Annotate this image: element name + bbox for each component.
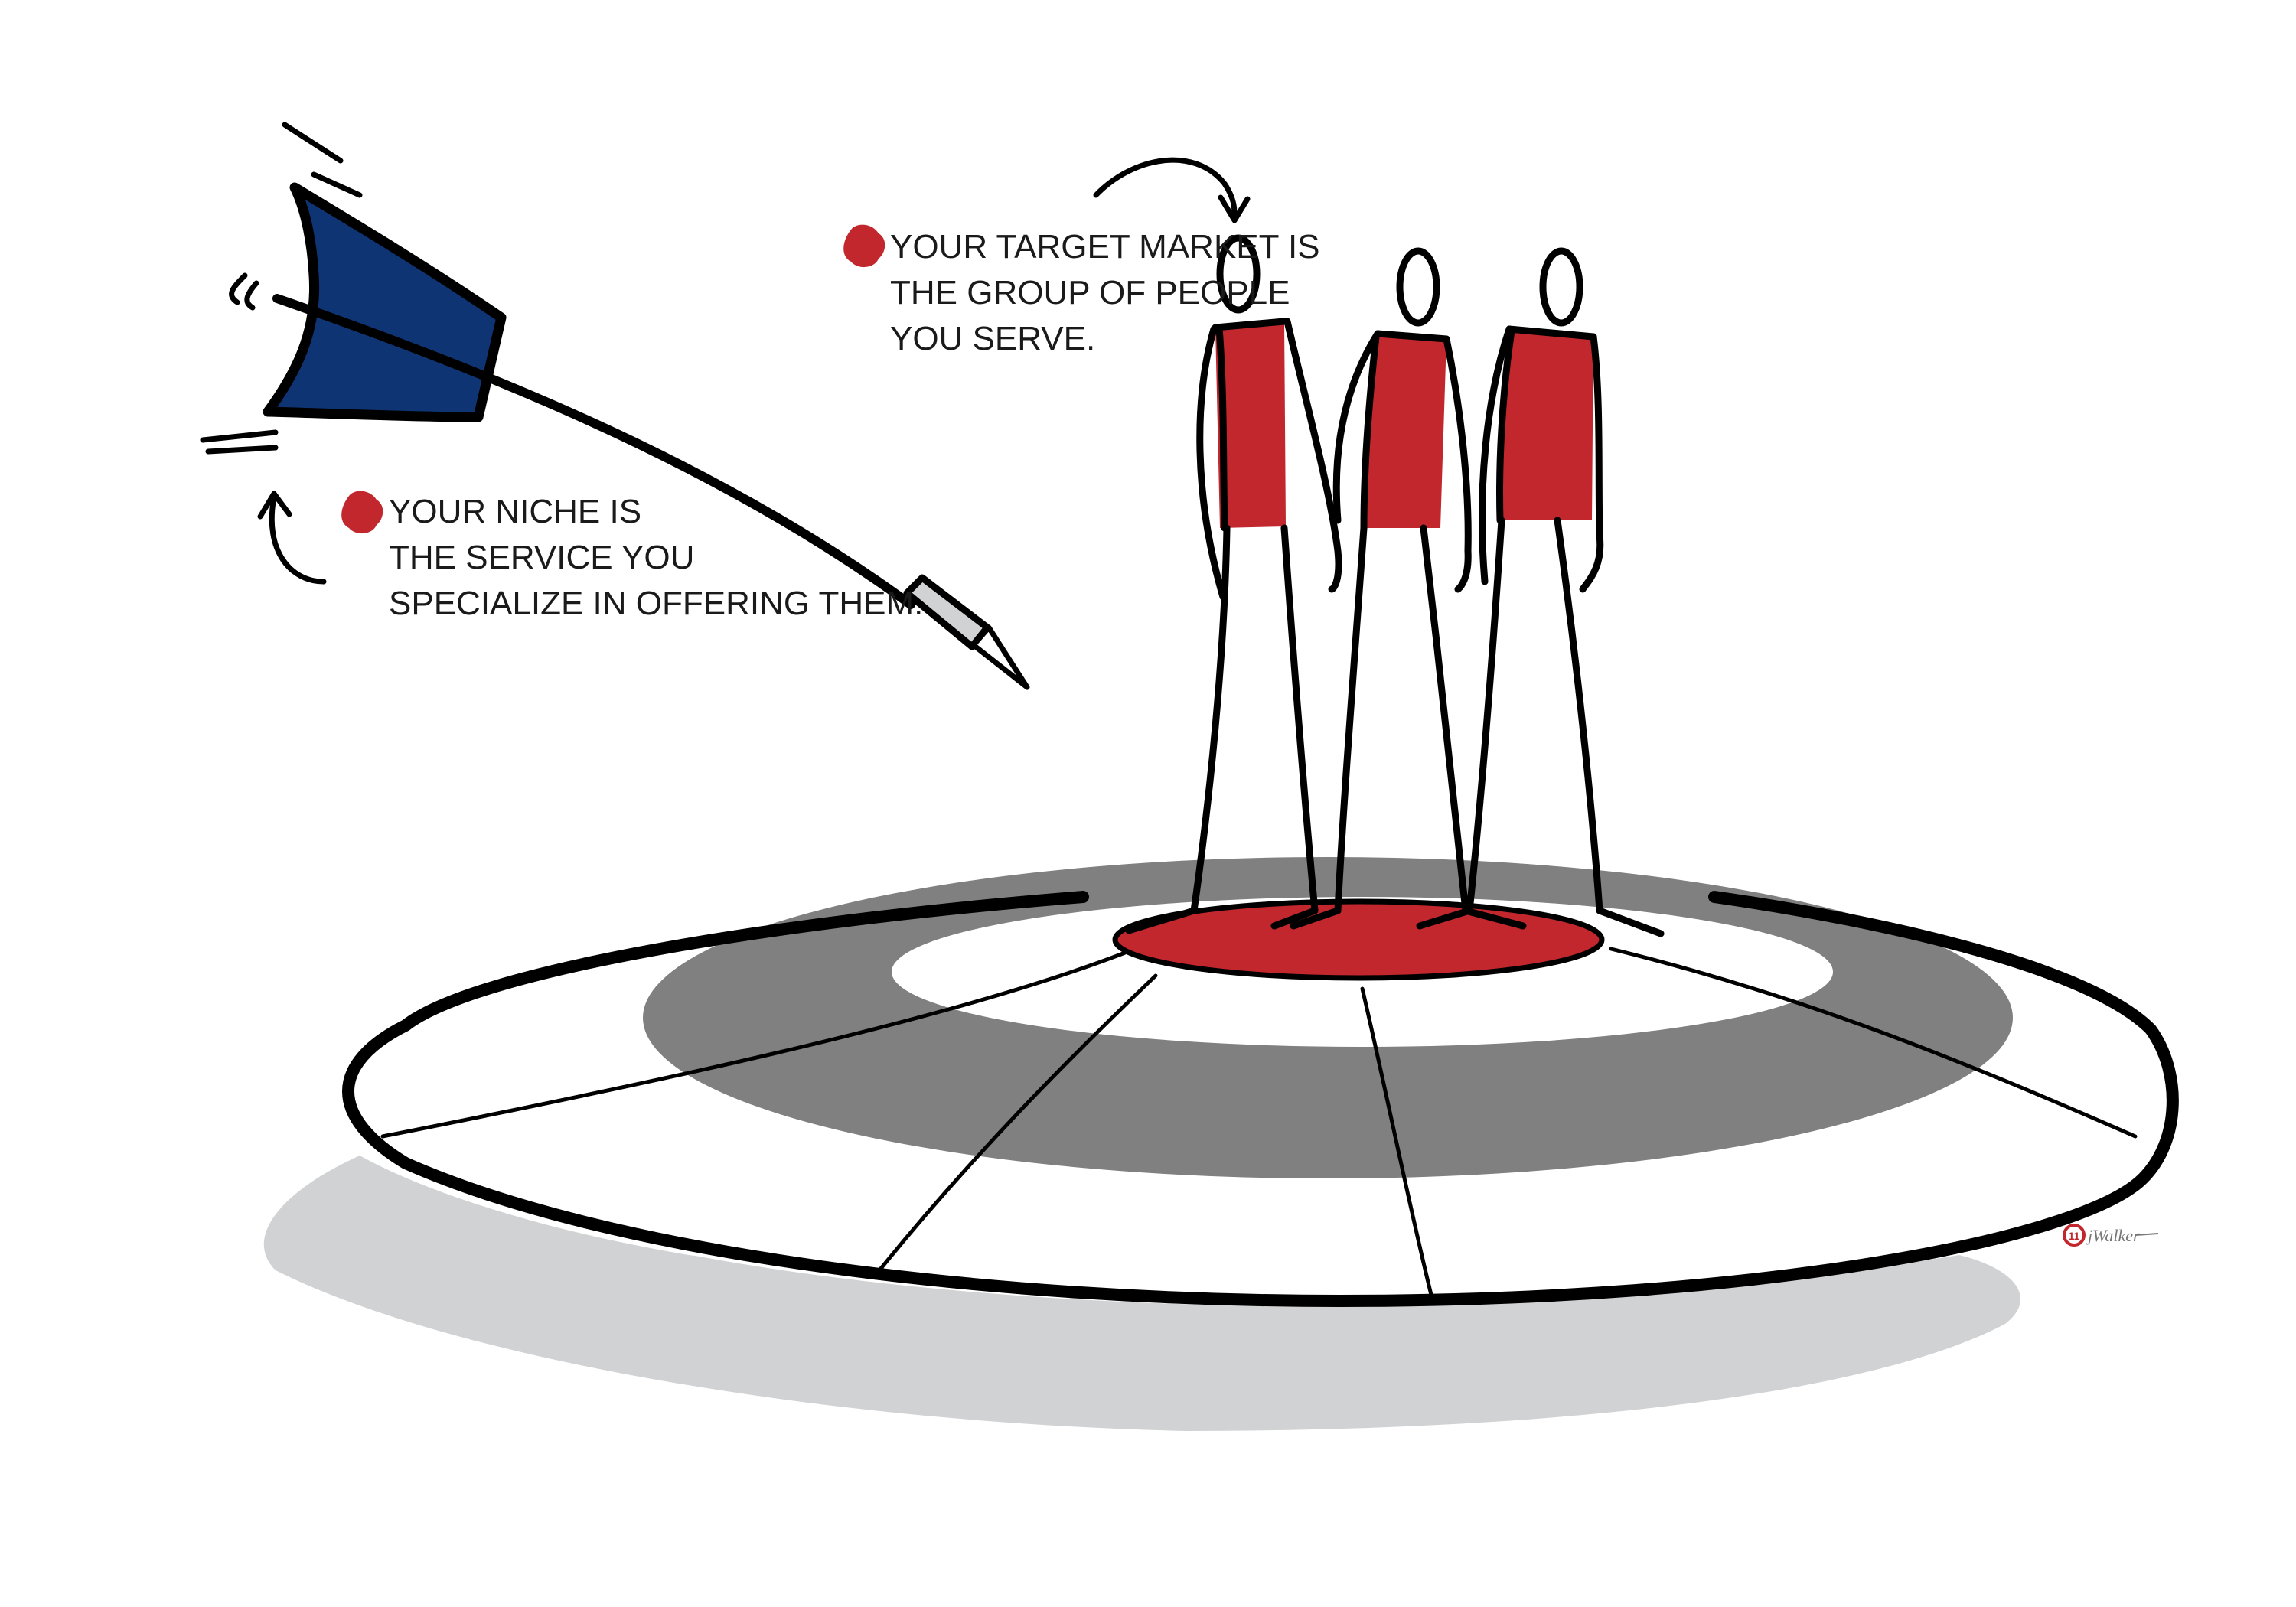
motion-lines [200, 122, 363, 455]
signature-name: jWalker [2086, 1226, 2140, 1245]
target-rim [342, 891, 2179, 1307]
target-board [263, 857, 2292, 1431]
person-torso [1215, 321, 1286, 528]
person-arm [1579, 333, 1604, 593]
person-leg [1270, 524, 1319, 930]
dart-tip [970, 624, 1030, 690]
target-market-group [1125, 234, 1665, 937]
person-figure [1290, 247, 1527, 930]
dart-fletching [263, 182, 507, 422]
person-leg [1125, 524, 1231, 934]
dart [200, 122, 1030, 690]
person-arm [1283, 318, 1342, 593]
person-head [1539, 247, 1583, 327]
person-head [1396, 247, 1440, 327]
person-leg [1290, 524, 1368, 930]
signature-monogram: 11 [2069, 1230, 2080, 1242]
person-leg [1554, 517, 1665, 937]
target-divider [1360, 986, 1433, 1297]
target-divider [1609, 947, 2138, 1139]
person-figure [1416, 247, 1665, 937]
artist-signature: 11 jWalker [2063, 1224, 2159, 1247]
person-leg [1420, 524, 1527, 930]
person-head [1216, 234, 1261, 314]
signature-logo [2063, 1224, 2086, 1247]
annotation-line: YOU SERVE. [890, 320, 1095, 357]
person-figure [1125, 234, 1342, 934]
person-torso [1499, 329, 1593, 520]
niche-annotation: YOUR NICHE IS THE SERVICE YOU SPECIALIZE… [341, 491, 923, 622]
dart-shaft [272, 294, 915, 609]
bullet-icon [341, 491, 383, 534]
annotation-line: YOUR TARGET MARKET IS [890, 228, 1320, 266]
pointer-arrow [1093, 157, 1251, 223]
annotation-line: THE SERVICE YOU [389, 539, 694, 576]
person-leg [1416, 517, 1505, 930]
target-divider [380, 950, 1127, 1139]
annotation-line: YOUR NICHE IS [389, 493, 641, 530]
person-arm [1479, 325, 1513, 585]
target-divider [874, 973, 1158, 1276]
annotation-line: SPECIALIZE IN OFFERING THEM. [389, 585, 923, 622]
pointer-arrow [257, 491, 327, 585]
person-arm [1332, 330, 1381, 524]
bullseye [1112, 898, 1605, 981]
person-torso [1362, 334, 1446, 528]
person-arm [1443, 335, 1472, 593]
annotation-line: THE GROUP OF PEOPLE [890, 274, 1290, 311]
person-arm [1196, 325, 1227, 601]
target-market-annotation: YOUR TARGET MARKET IS THE GROUP OF PEOPL… [843, 224, 1320, 357]
bullet-icon [843, 224, 885, 268]
